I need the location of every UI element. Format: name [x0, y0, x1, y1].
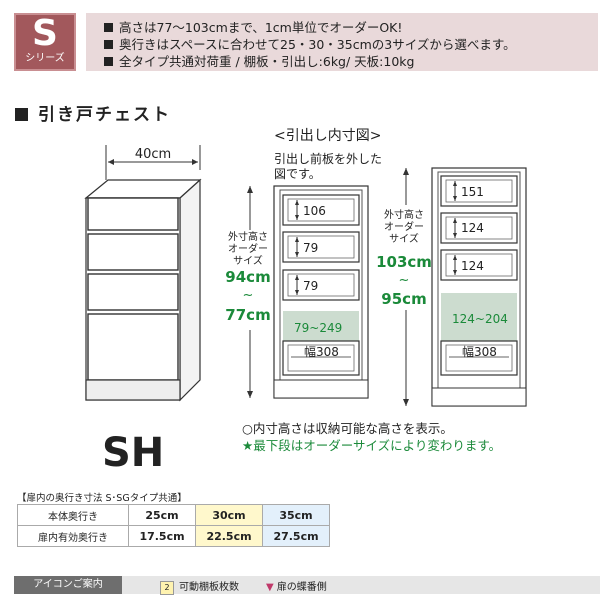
height-min: 95cm: [381, 290, 426, 308]
bullet-square-icon: [104, 23, 113, 32]
bullet-square-icon: [104, 57, 113, 66]
model-name: SH: [102, 430, 165, 476]
icon-guide-item: ▼扉の蝶番側: [266, 578, 327, 593]
interior-title: <引出し内寸図>: [274, 128, 382, 144]
spec-text: 高さは77〜103cmまで、1cm単位でオーダーOK!: [119, 20, 403, 35]
interior-note: 引出し前板を外した図です。: [274, 152, 383, 181]
svg-text:オーダー: オーダー: [384, 220, 424, 233]
svg-text:サイズ: サイズ: [233, 254, 263, 267]
interior-left: 106 79 79 79~249 幅308: [247, 185, 369, 399]
spec-text: 全タイプ共通対荷重 / 棚板・引出し:6kg/ 天板:10kg: [119, 54, 415, 69]
drawer-height-2: 79: [303, 241, 318, 255]
spec-line: 全タイプ共通対荷重 / 棚板・引出し:6kg/ 天板:10kg: [104, 53, 588, 70]
drawer-height-1: 151: [461, 185, 484, 199]
icon-guide-text: 可動棚板枚数: [179, 582, 239, 593]
icon-guide-item: 2 可動棚板枚数: [160, 578, 239, 595]
row-label: 本体奥行き: [17, 504, 129, 526]
spec-box: 高さは77〜103cmまで、1cm単位でオーダーOK! 奥行きはスペースに合わせ…: [86, 13, 598, 71]
table-cell: 30cm: [195, 504, 263, 526]
svg-text:オーダー: オーダー: [228, 242, 268, 255]
footnote: ★最下段はオーダーサイズにより変わります。: [242, 438, 502, 453]
series-label: シリーズ: [25, 53, 65, 64]
height-caption-left: 外寸高さ オーダー サイズ 94cm ~ 77cm: [225, 230, 271, 330]
interior-right: 151 124 124 124~204 幅308: [403, 167, 527, 407]
series-badge: S シリーズ: [14, 13, 76, 71]
table-row: 本体奥行き 25cm 30cm 35cm: [17, 504, 330, 526]
inner-width: 幅308: [304, 344, 339, 359]
height-caption-right: 外寸高さ オーダー サイズ 103cm ~ 95cm: [376, 205, 432, 310]
drawer-height-1: 106: [303, 204, 326, 218]
svg-text:外寸高さ: 外寸高さ: [228, 230, 268, 243]
table-cell: 17.5cm: [128, 525, 196, 547]
row-label: 扉内有効奥行き: [17, 525, 129, 547]
footnote: ○内寸高さは収納可能な高さを表示。: [242, 421, 453, 436]
hinge-side-icon: ▼: [266, 582, 274, 593]
drawer-height-3: 124: [461, 259, 484, 273]
table-cell: 22.5cm: [195, 525, 263, 547]
section-title: 引き戸チェスト: [15, 100, 171, 125]
height-min: 77cm: [225, 306, 270, 324]
table-caption: 【扉内の奥行き寸法 S･SGタイプ共通】: [17, 493, 187, 504]
series-letter: S: [32, 13, 58, 54]
svg-text:サイズ: サイズ: [389, 232, 419, 245]
spec-line: 奥行きはスペースに合わせて25・30・35cmの3サイズから選べます。: [104, 36, 588, 53]
table-cell: 35cm: [262, 504, 330, 526]
bullet-square-icon: [15, 108, 28, 121]
svg-text:外寸高さ: 外寸高さ: [384, 208, 424, 221]
height-tilde: ~: [399, 273, 410, 288]
height-tilde: ~: [243, 288, 254, 303]
spec-text: 奥行きはスペースに合わせて25・30・35cmの3サイズから選べます。: [119, 37, 516, 52]
depth-table: 本体奥行き 25cm 30cm 35cm 扉内有効奥行き 17.5cm 22.5…: [17, 504, 330, 547]
table-cell: 27.5cm: [262, 525, 330, 547]
section-title-text: 引き戸チェスト: [38, 105, 171, 125]
drawer-height-2: 124: [461, 221, 484, 235]
width-label: 40cm: [135, 147, 171, 162]
table-row: 扉内有効奥行き 17.5cm 22.5cm 27.5cm: [17, 525, 330, 547]
bullet-square-icon: [104, 40, 113, 49]
shelf-count-icon: 2: [160, 581, 174, 595]
table-cell: 25cm: [128, 504, 196, 526]
spec-line: 高さは77〜103cmまで、1cm単位でオーダーOK!: [104, 19, 588, 36]
bottom-height-range: 79~249: [294, 321, 342, 335]
cabinet-drawing: [84, 178, 202, 402]
height-max: 94cm: [225, 268, 270, 286]
width-dimension: 40cm: [105, 145, 201, 180]
bottom-height-range: 124~204: [452, 312, 508, 326]
drawer-height-3: 79: [303, 279, 318, 293]
icon-guide-text: 扉の蝶番側: [276, 582, 327, 593]
inner-width: 幅308: [462, 344, 497, 359]
icon-guide-label: アイコンご案内: [14, 576, 122, 594]
height-max: 103cm: [376, 253, 432, 271]
